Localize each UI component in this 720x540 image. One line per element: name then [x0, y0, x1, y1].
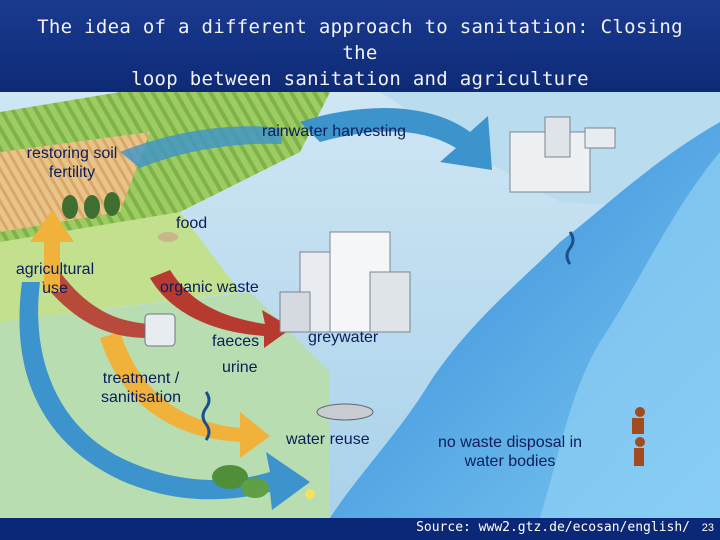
title-bar: The idea of a different approach to sani…: [0, 0, 720, 92]
sanitation-loop-illustration: rainwater harvesting restoring soil fert…: [0, 92, 720, 518]
page-number: 23: [701, 522, 714, 534]
label-treatment: treatment / sanitisation: [100, 370, 182, 406]
footer-bar: [0, 518, 720, 540]
slide-title: The idea of a different approach to sani…: [20, 14, 700, 92]
wave-mark-2: [201, 391, 211, 441]
landscape-illustration: [0, 92, 720, 518]
river-highlight: [540, 152, 720, 518]
red-return-arrow: [42, 272, 150, 338]
rain-arc: [120, 126, 282, 168]
people-at-water: [632, 407, 645, 466]
source-credit: Source: www2.gtz.de/ecosan/english/: [416, 520, 690, 535]
label-water-reuse: water reuse: [286, 431, 370, 448]
flower: [305, 489, 315, 499]
label-faeces: faeces: [212, 333, 260, 350]
label-agricultural-use: agricultural use: [15, 261, 95, 297]
bread-icon: [158, 232, 178, 242]
label-food: food: [176, 215, 208, 232]
label-organic-waste: organic waste: [160, 279, 259, 296]
up-arrow-soil: [30, 210, 74, 292]
label-greywater: greywater: [308, 329, 379, 346]
blue-loop-arrow: [19, 282, 311, 510]
rainwater-arrow: [300, 108, 492, 170]
yellow-loop-arrow: [100, 332, 270, 458]
treatment-tank: [144, 313, 176, 347]
label-no-waste: no waste disposal in water bodies: [437, 434, 583, 470]
city-buildings: [279, 116, 616, 333]
trees: [212, 465, 269, 498]
wave-mark: [565, 231, 575, 265]
title-line-1: The idea of a different approach to sani…: [37, 16, 683, 64]
label-urine: urine: [222, 359, 258, 376]
label-restoring-soil: restoring soil fertility: [26, 145, 118, 181]
label-rainwater-harvesting: rainwater harvesting: [262, 123, 407, 140]
title-line-2: loop between sanitation and agriculture: [131, 68, 589, 90]
red-organic-arrow: [150, 270, 292, 348]
crop-plants: [62, 192, 120, 219]
reuse-pond: [316, 403, 374, 421]
